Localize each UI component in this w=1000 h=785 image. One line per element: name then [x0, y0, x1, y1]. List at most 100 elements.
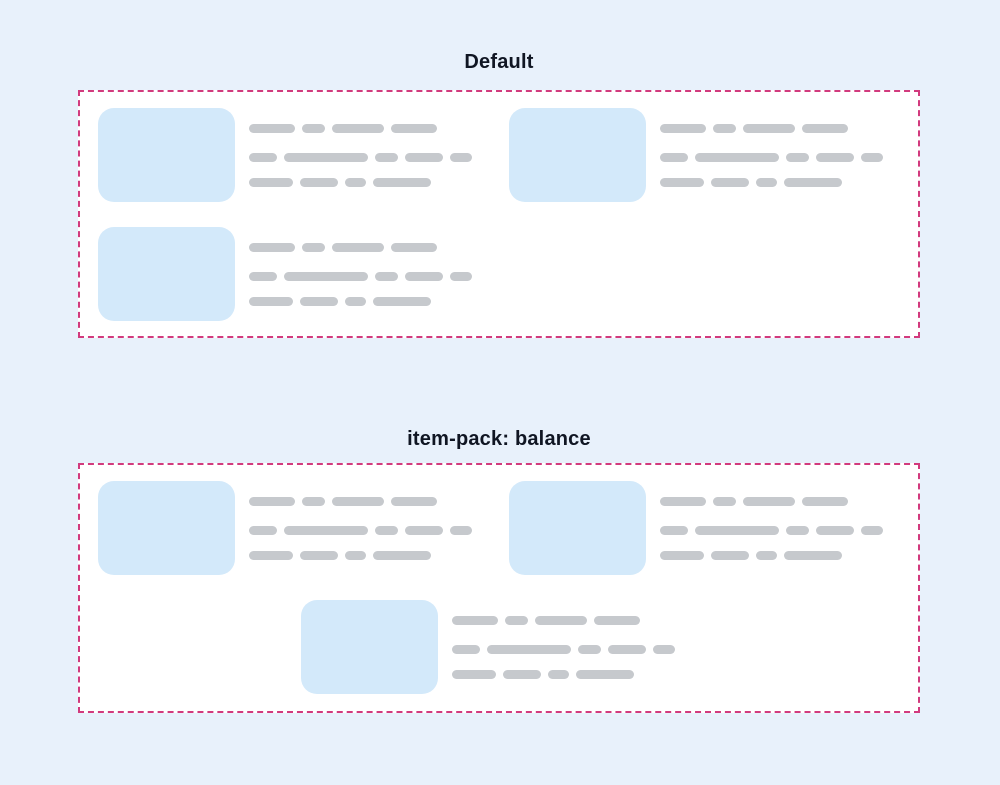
text-pill: [660, 525, 688, 535]
text-pill: [249, 177, 293, 187]
text-pill: [660, 177, 704, 187]
skeleton-text-line: [660, 152, 884, 162]
text-pill: [695, 152, 779, 162]
text-pill: [743, 123, 795, 133]
card-text-skeleton: [249, 108, 473, 202]
text-pill: [284, 152, 368, 162]
skeleton-card: [98, 481, 473, 575]
text-pill: [786, 525, 809, 535]
text-pill: [608, 644, 646, 654]
text-pill: [756, 550, 777, 560]
text-pill: [249, 525, 277, 535]
text-pill: [345, 296, 366, 306]
card-text-skeleton: [660, 108, 884, 202]
section-title-item-pack-balance: item-pack: balance: [407, 428, 591, 450]
skeleton-text-line: [452, 669, 676, 679]
text-pill: [373, 177, 431, 187]
card-text-skeleton: [249, 481, 473, 575]
text-pill: [373, 296, 431, 306]
text-pill: [660, 496, 706, 506]
text-pill: [784, 550, 842, 560]
skeleton-card: [98, 227, 473, 321]
text-pill: [743, 496, 795, 506]
text-pill: [660, 152, 688, 162]
demo-panel-default: [78, 90, 920, 338]
card-image-placeholder: [509, 108, 646, 202]
text-pill: [802, 123, 848, 133]
text-pill: [503, 669, 541, 679]
text-pill: [786, 152, 809, 162]
text-pill: [660, 123, 706, 133]
skeleton-card: [509, 108, 884, 202]
text-pill: [578, 644, 601, 654]
text-pill: [375, 152, 398, 162]
text-pill: [405, 525, 443, 535]
card-image-placeholder: [98, 108, 235, 202]
text-pill: [249, 152, 277, 162]
text-pill: [284, 271, 368, 281]
text-pill: [816, 525, 854, 535]
text-pill: [660, 550, 704, 560]
skeleton-text-line: [249, 496, 473, 506]
text-pill: [249, 496, 295, 506]
text-pill: [711, 550, 749, 560]
text-pill: [375, 271, 398, 281]
text-pill: [802, 496, 848, 506]
skeleton-text-line: [249, 525, 473, 535]
text-pill: [450, 525, 472, 535]
text-pill: [816, 152, 854, 162]
text-pill: [713, 123, 736, 133]
text-pill: [373, 550, 431, 560]
text-pill: [302, 496, 325, 506]
text-pill: [711, 177, 749, 187]
card-image-placeholder: [301, 600, 438, 694]
text-pill: [284, 525, 368, 535]
text-pill: [505, 615, 528, 625]
text-pill: [695, 525, 779, 535]
text-pill: [302, 242, 325, 252]
text-pill: [450, 152, 472, 162]
text-pill: [452, 644, 480, 654]
demo-panel-item-pack-balance: [78, 463, 920, 713]
skeleton-text-line: [249, 177, 473, 187]
text-pill: [249, 550, 293, 560]
skeleton-text-line: [249, 242, 473, 252]
skeleton-text-line: [249, 271, 473, 281]
text-pill: [249, 242, 295, 252]
skeleton-text-line: [660, 123, 884, 133]
text-pill: [405, 271, 443, 281]
text-pill: [300, 550, 338, 560]
text-pill: [391, 242, 437, 252]
section-title-default: Default: [464, 51, 534, 73]
text-pill: [576, 669, 634, 679]
card-text-skeleton: [452, 600, 676, 694]
skeleton-card: [98, 108, 473, 202]
text-pill: [345, 550, 366, 560]
text-pill: [302, 123, 325, 133]
skeleton-text-line: [452, 615, 676, 625]
text-pill: [391, 496, 437, 506]
card-text-skeleton: [660, 481, 884, 575]
text-pill: [452, 615, 498, 625]
text-pill: [756, 177, 777, 187]
skeleton-text-line: [660, 525, 884, 535]
text-pill: [249, 271, 277, 281]
text-pill: [535, 615, 587, 625]
text-pill: [784, 177, 842, 187]
card-text-skeleton: [249, 227, 473, 321]
text-pill: [405, 152, 443, 162]
text-pill: [487, 644, 571, 654]
text-pill: [332, 242, 384, 252]
skeleton-card: [509, 481, 884, 575]
text-pill: [300, 177, 338, 187]
text-pill: [594, 615, 640, 625]
skeleton-text-line: [660, 496, 884, 506]
card-image-placeholder: [98, 481, 235, 575]
text-pill: [332, 123, 384, 133]
skeleton-text-line: [249, 296, 473, 306]
skeleton-text-line: [452, 644, 676, 654]
text-pill: [450, 271, 472, 281]
text-pill: [332, 496, 384, 506]
text-pill: [345, 177, 366, 187]
text-pill: [249, 123, 295, 133]
